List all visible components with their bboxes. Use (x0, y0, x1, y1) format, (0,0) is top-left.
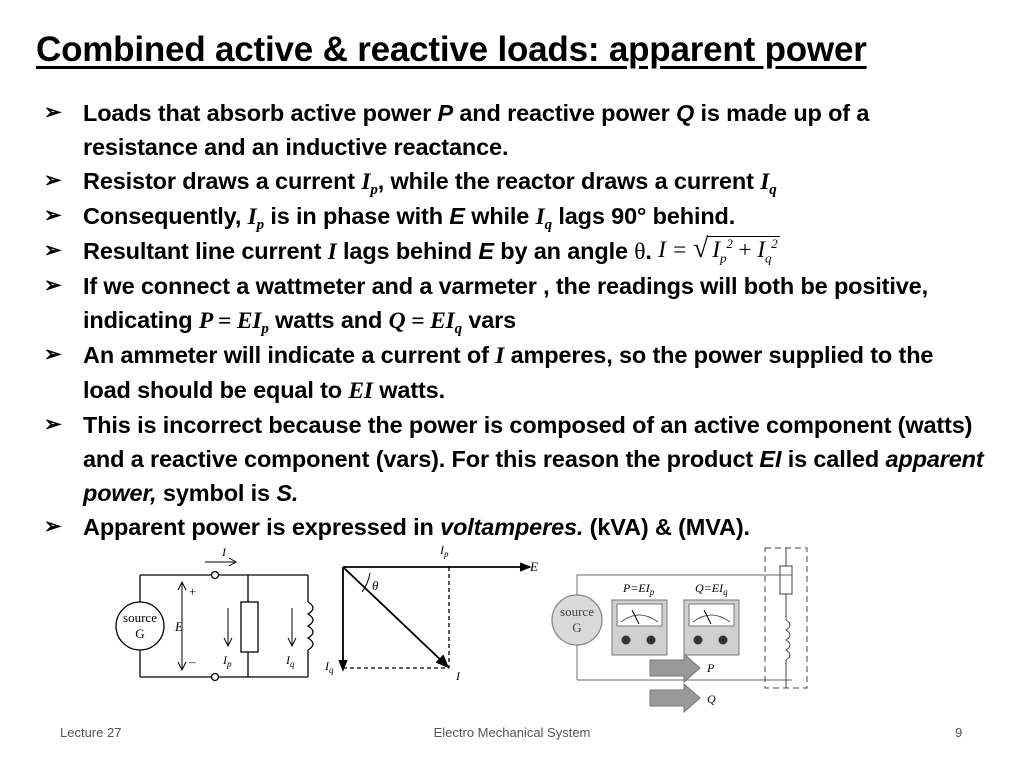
meter-diagram (551, 547, 808, 714)
bullet-item: ➢This is incorrect because the power is … (44, 408, 984, 510)
inductor-icon (306, 601, 314, 651)
varmeter-label: Q=EIq (695, 581, 728, 597)
slide-title: Combined active & reactive loads: appare… (36, 30, 867, 69)
footer-lecture: Lecture 27 (60, 725, 122, 740)
bullet-item: ➢If we connect a wattmeter and a varmete… (44, 269, 984, 338)
generator-label: G (572, 620, 581, 635)
arrow-bullet-icon: ➢ (44, 515, 62, 538)
bullet-item: ➢An ammeter will indicate a current of I… (44, 338, 984, 408)
voltage-label: E (174, 619, 183, 634)
source-icon (115, 601, 165, 651)
theta-label: θ (372, 578, 379, 593)
active-power-arrow-icon (649, 652, 701, 684)
phasor-e-label: E (529, 559, 538, 574)
arrow-bullet-icon: ➢ (44, 101, 62, 124)
bullet-item: ➢Loads that absorb active power P and re… (44, 96, 984, 164)
iq-label: Iq (285, 653, 295, 669)
bullet-item: ➢Consequently, Ip is in phase with E whi… (44, 199, 984, 234)
parallel-load-circuit (115, 557, 314, 682)
current-label: I (221, 545, 227, 559)
bullet-list: ➢Loads that absorb active power P and re… (44, 96, 984, 544)
source-label: source (560, 604, 594, 619)
ip-label: Ip (222, 653, 232, 669)
generator-label: G (135, 626, 144, 641)
phasor-iq-label: Iq (324, 659, 334, 675)
reactive-power-label: Q (707, 692, 716, 706)
bullet-item: ➢Resistor draws a current Ip, while the … (44, 164, 984, 199)
active-power-label: P (706, 661, 715, 675)
reactive-power-arrow-icon (649, 682, 701, 714)
arrow-bullet-icon: ➢ (44, 274, 62, 297)
resistor-icon (240, 601, 259, 653)
source-label: source (123, 610, 157, 625)
phasor-diagram (338, 562, 532, 672)
phasor-i-label: I (455, 669, 461, 683)
footer-course: Electro Mechanical System (433, 725, 591, 740)
arrow-bullet-icon: ➢ (44, 204, 62, 227)
arrow-bullet-icon: ➢ (44, 239, 62, 262)
current-formula: I = √Ip2 + Iq2 (658, 233, 780, 266)
circuit-diagram: source G I + E – Ip Iq Ip E θ Iq I (115, 543, 808, 714)
phasor-ip-label: Ip (439, 543, 449, 559)
bullet-item: ➢Apparent power is expressed in voltampe… (44, 510, 984, 544)
arrow-bullet-icon: ➢ (44, 413, 62, 436)
wattmeter-label: P=EIp (622, 581, 655, 597)
minus-label: – (188, 654, 196, 669)
arrow-bullet-icon: ➢ (44, 343, 62, 366)
plus-label: + (189, 584, 196, 599)
inductor-icon (785, 619, 791, 661)
arrow-bullet-icon: ➢ (44, 169, 62, 192)
resistor-icon (779, 565, 793, 595)
footer-page-number: 9 (955, 725, 963, 740)
bullet-item: ➢Resultant line current I lags behind E … (44, 233, 984, 269)
